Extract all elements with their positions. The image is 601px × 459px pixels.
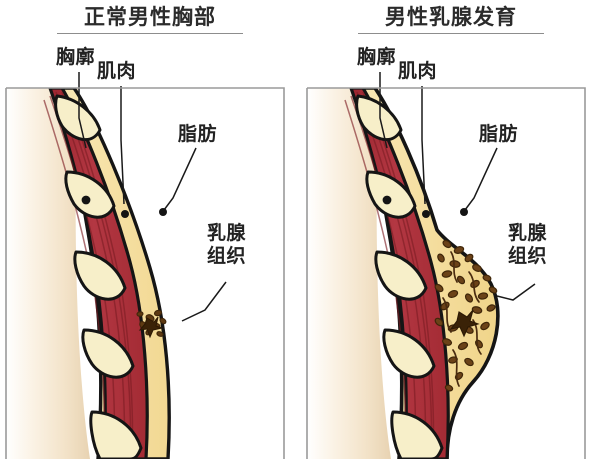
label-ribcage-right: 胸廓 <box>357 46 397 68</box>
rib-1-right <box>355 94 403 141</box>
leader-muscle-left <box>120 86 125 205</box>
title-underline-left <box>57 33 243 34</box>
panel-contents-left <box>6 88 171 459</box>
panel-male-breast-development: 男性乳腺发育 <box>301 0 601 459</box>
leader-breast-right <box>496 283 536 301</box>
rib-4-left <box>81 328 135 379</box>
leader-dot-muscle-left <box>121 210 129 218</box>
ribs-left <box>54 94 143 459</box>
breast-tissue-left <box>136 309 167 339</box>
nipple-left <box>138 316 164 339</box>
leader-dot-ribcage-right <box>382 195 392 205</box>
rib-2-left <box>64 170 116 219</box>
panel-border-left <box>6 87 285 459</box>
panel-normal-male-chest: 正常男性胸部 <box>0 0 300 459</box>
rib-5-left <box>89 410 143 459</box>
label-breast-tissue-right: 乳腺 组织 <box>508 222 547 268</box>
label-breast-tissue-left-line1: 乳腺 <box>207 222 247 244</box>
leader-dots-left <box>81 195 167 218</box>
label-breast-tissue-left: 乳腺 组织 <box>207 222 246 268</box>
label-muscle-right: 肌肉 <box>398 60 438 82</box>
nipple-right <box>449 309 480 338</box>
label-fat-left: 脂肪 <box>178 123 218 145</box>
leader-dot-fat-left <box>159 208 167 216</box>
rib-3-right <box>374 250 428 301</box>
panel-border-right <box>307 87 586 459</box>
anatomy-illustration-normal <box>5 72 285 459</box>
rib-1-left <box>54 94 102 141</box>
leader-fat-right <box>464 147 498 211</box>
panel-title-right: 男性乳腺发育 <box>385 5 517 29</box>
anatomy-illustration-gynecomastia <box>306 72 586 459</box>
label-muscle-left: 肌肉 <box>97 60 137 82</box>
leader-fat-left <box>163 147 197 211</box>
panel-contents-right <box>307 88 500 459</box>
label-breast-tissue-right-line1: 乳腺 <box>508 222 548 244</box>
leader-dots-right <box>382 195 468 218</box>
ribs-right <box>355 94 444 459</box>
leader-dot-fat-right <box>460 208 468 216</box>
leader-muscle-right <box>421 86 426 205</box>
leader-dot-muscle-right <box>422 210 430 218</box>
label-ribcage-left: 胸廓 <box>56 46 96 68</box>
label-fat-right: 脂肪 <box>479 123 519 145</box>
rib-4-right <box>382 328 436 379</box>
leader-dot-ribcage-left <box>81 195 91 205</box>
leader-breast-left <box>181 281 227 322</box>
label-breast-tissue-right-line2: 组织 <box>508 245 548 267</box>
rib-3-left <box>73 250 127 301</box>
rib-2-right <box>365 170 417 219</box>
rib-5-right <box>390 410 444 459</box>
panel-title-left: 正常男性胸部 <box>84 5 216 29</box>
label-breast-tissue-left-line2: 组织 <box>207 245 247 267</box>
title-underline-right <box>358 33 544 34</box>
